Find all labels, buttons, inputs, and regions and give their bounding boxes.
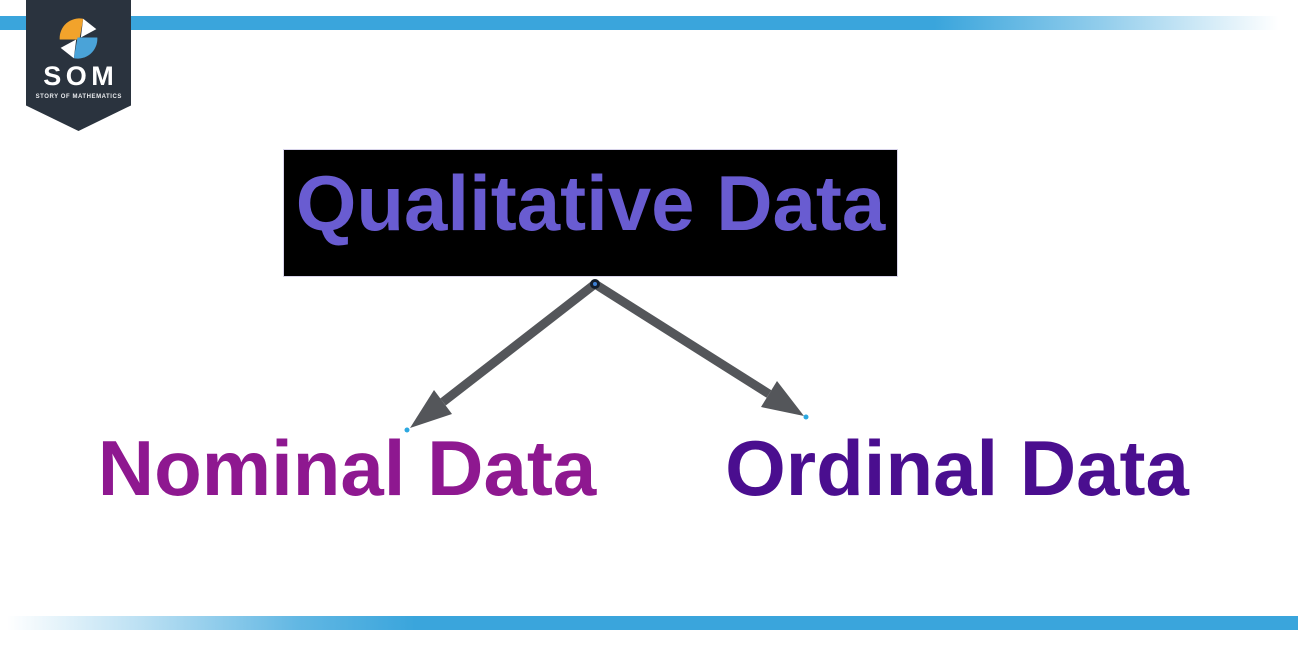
som-pinwheel-icon: [59, 18, 98, 59]
root-node-qualitative-data: Qualitative Data: [283, 149, 898, 277]
bottom-accent-stripe: [0, 616, 1298, 630]
som-logo-banner: SOM STORY OF MATHEMATICS: [26, 0, 131, 131]
child-node-ordinal-data: Ordinal Data: [725, 424, 1189, 512]
arrow-origin-dot: [590, 279, 600, 289]
arrow-endpoint-dot: [803, 414, 809, 420]
top-accent-stripe: [0, 16, 1298, 30]
child-node-nominal-data: Nominal Data: [97, 424, 597, 512]
logo-tagline: STORY OF MATHEMATICS: [35, 94, 122, 100]
arrow-to-ordinal: [592, 280, 809, 420]
arrow-to-nominal: [404, 280, 598, 433]
root-node-label: Qualitative Data: [295, 159, 886, 247]
logo-text: SOM: [43, 61, 119, 91]
